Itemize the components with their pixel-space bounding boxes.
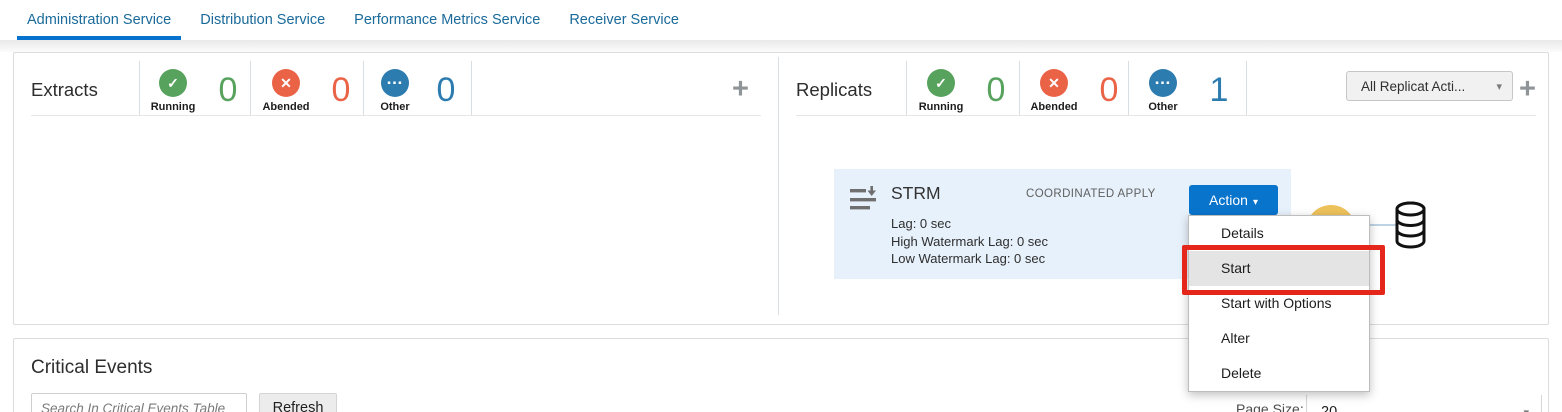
divider <box>250 61 251 115</box>
running-check-icon: ✓ <box>927 69 955 97</box>
abended-x-icon: ✕ <box>1040 69 1068 97</box>
status-label: Other <box>380 101 410 113</box>
status-label: Other <box>1148 101 1178 113</box>
replicats-other-status: … Other <box>1133 69 1193 113</box>
divider <box>139 61 140 115</box>
replicat-name: STRM <box>891 183 941 203</box>
replicats-running-count: 0 <box>986 71 1006 109</box>
status-label: Running <box>918 101 964 113</box>
page-size-label: Page Size: <box>1236 401 1304 412</box>
other-ellipsis-icon: … <box>381 69 409 97</box>
replicats-running-status: ✓ Running <box>911 69 971 113</box>
page-size-select[interactable]: 20 ▾ <box>1306 395 1542 412</box>
target-database-icon <box>1393 200 1428 255</box>
dropdown-label: All Replicat Acti... <box>1361 78 1466 94</box>
status-label: Running <box>150 101 196 113</box>
replicats-title: Replicats <box>796 79 873 100</box>
replicat-lag-stats: Lag: 0 sec High Watermark Lag: 0 sec Low… <box>891 215 1048 268</box>
divider <box>471 61 472 115</box>
tab-performance-metrics-service[interactable]: Performance Metrics Service <box>354 12 541 28</box>
divider <box>906 61 907 115</box>
service-tab-bar: Administration Service Distribution Serv… <box>0 0 1562 40</box>
other-ellipsis-icon: … <box>1149 69 1177 97</box>
running-check-icon: ✓ <box>159 69 187 97</box>
critical-events-title: Critical Events <box>31 357 153 378</box>
action-button[interactable]: Action ▾ <box>1189 185 1278 215</box>
add-replicat-button[interactable]: + <box>1519 73 1536 105</box>
add-extract-button[interactable]: + <box>732 73 749 105</box>
low-watermark-lag-value: Low Watermark Lag: 0 sec <box>891 251 1046 266</box>
replicats-abended-status: ✕ Abended <box>1024 69 1084 113</box>
tab-bar-shadow <box>0 40 1562 52</box>
all-replicat-actions-dropdown[interactable]: All Replicat Acti... ▾ <box>1346 71 1513 101</box>
replicats-abended-count: 0 <box>1099 71 1119 109</box>
divider <box>363 61 364 115</box>
divider <box>1128 61 1129 115</box>
extracts-running-count: 0 <box>218 71 238 109</box>
menu-item-start[interactable]: Start <box>1189 251 1369 286</box>
divider <box>1019 61 1020 115</box>
critical-events-search-input[interactable] <box>31 393 247 412</box>
menu-item-details[interactable]: Details <box>1221 225 1264 241</box>
chevron-down-icon: ▾ <box>1252 197 1258 208</box>
tab-administration-service[interactable]: Administration Service <box>17 0 182 40</box>
processes-panel: Extracts ✓ Running 0 ✕ Abended 0 … Other… <box>13 52 1549 325</box>
extracts-abended-count: 0 <box>331 71 351 109</box>
menu-item-delete[interactable]: Delete <box>1221 365 1262 381</box>
chevron-down-icon: ▾ <box>1523 406 1529 412</box>
tab-distribution-service[interactable]: Distribution Service <box>200 12 326 28</box>
lag-value: Lag: 0 sec <box>891 216 951 231</box>
extracts-other-count: 0 <box>436 71 456 109</box>
chevron-down-icon: ▾ <box>1496 80 1502 93</box>
high-watermark-lag-value: High Watermark Lag: 0 sec <box>891 233 1049 249</box>
panel-divider <box>778 57 779 315</box>
extracts-abended-status: ✕ Abended <box>256 69 316 113</box>
extracts-running-status: ✓ Running <box>143 69 203 113</box>
menu-item-start-with-options[interactable]: Start with Options <box>1221 295 1332 311</box>
action-button-label: Action <box>1209 192 1248 208</box>
abended-x-icon: ✕ <box>272 69 300 97</box>
extracts-other-status: … Other <box>365 69 425 113</box>
tab-receiver-service[interactable]: Receiver Service <box>569 12 679 28</box>
extracts-title: Extracts <box>31 79 98 100</box>
replicat-mode-label: COORDINATED APPLY <box>1026 188 1156 200</box>
divider <box>1246 61 1247 115</box>
menu-item-alter[interactable]: Alter <box>1221 330 1250 346</box>
header-underline <box>31 115 761 116</box>
page-size-value: 20 <box>1321 404 1338 412</box>
action-dropdown-menu: Details Start Start with Options Alter D… <box>1188 215 1370 392</box>
status-label: Abended <box>262 101 310 113</box>
replicat-process-icon <box>849 186 879 218</box>
refresh-button[interactable]: Refresh <box>259 393 337 412</box>
status-label: Abended <box>1030 101 1078 113</box>
header-underline <box>796 115 1536 116</box>
replicats-other-count: 1 <box>1209 71 1229 109</box>
